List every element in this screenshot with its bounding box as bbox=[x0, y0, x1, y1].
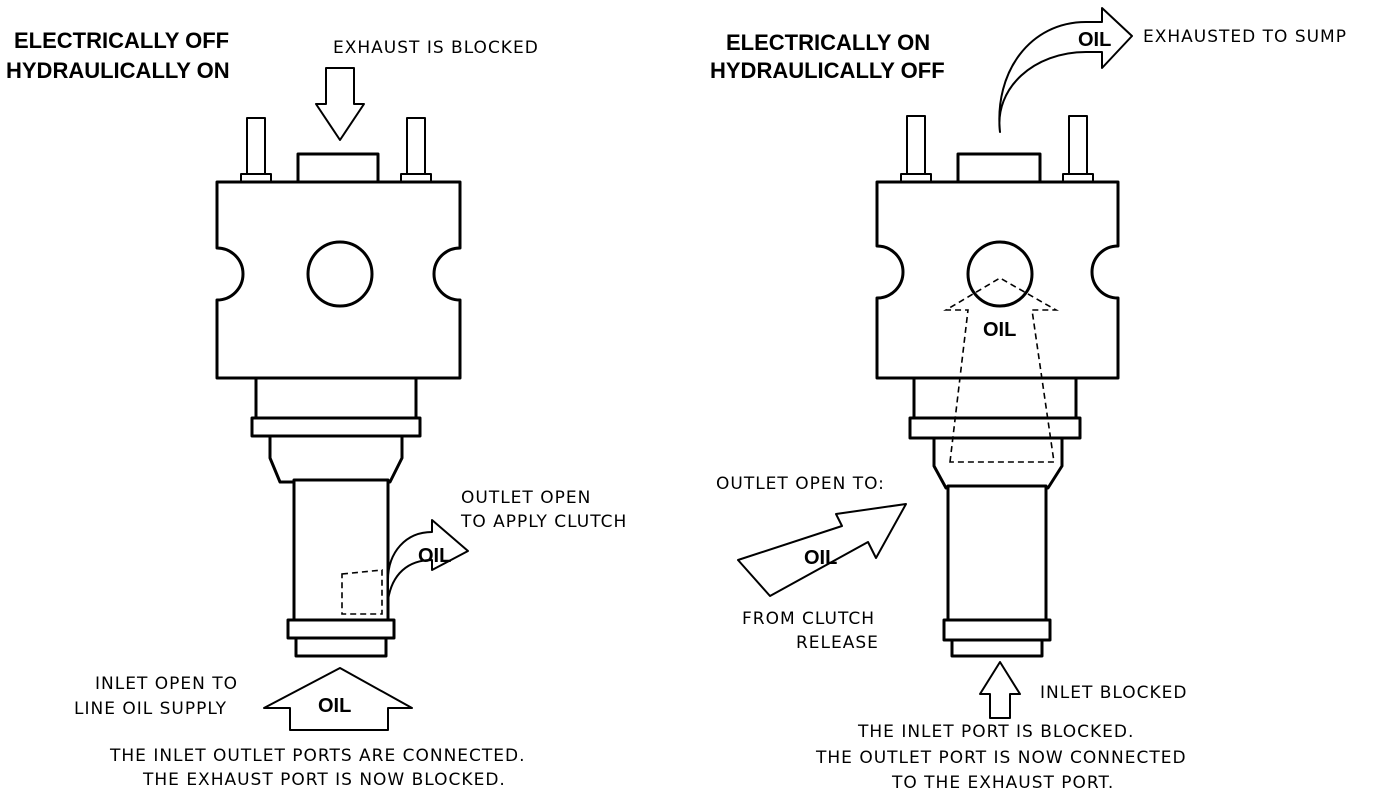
right-inner-oil: OIL bbox=[983, 319, 1016, 341]
right-body-circle bbox=[966, 240, 1034, 308]
left-upper-ring bbox=[250, 416, 422, 438]
left-bottom-port bbox=[294, 636, 388, 658]
left-terminal-post-1 bbox=[246, 117, 266, 179]
right-solenoid: ELECTRICALLY ON HYDRAULICALLY OFF OIL EX… bbox=[710, 7, 1347, 793]
left-inlet-arrow bbox=[263, 667, 413, 731]
left-solenoid: ELECTRICALLY OFF HYDRAULICALLY ON EXHAUS… bbox=[6, 28, 627, 790]
right-lower-housing bbox=[912, 376, 1078, 420]
right-taper bbox=[932, 436, 1064, 490]
left-exhaust-arrow bbox=[315, 67, 365, 141]
right-terminal-post-2 bbox=[1068, 115, 1088, 179]
left-terminal-post-2 bbox=[406, 117, 426, 179]
left-exhaust-label: EXHAUST IS BLOCKED bbox=[333, 38, 539, 58]
left-exhaust-cap bbox=[296, 152, 380, 186]
right-internal-flow-arrow bbox=[943, 277, 1060, 463]
right-terminal-post-1 bbox=[906, 115, 926, 179]
right-upper-ring bbox=[908, 416, 1082, 440]
left-inlet-oil: OIL bbox=[318, 695, 351, 717]
right-outlet-arrow bbox=[737, 503, 907, 597]
left-lower-ring bbox=[286, 618, 396, 640]
right-title-line1: ELECTRICALLY ON bbox=[726, 30, 930, 55]
right-outlet-oil: OIL bbox=[804, 547, 837, 569]
left-outlet-arrow bbox=[387, 519, 469, 601]
right-note-line3: TO THE EXHAUST PORT. bbox=[891, 773, 1114, 793]
right-note-line1: THE INLET PORT IS BLOCKED. bbox=[857, 722, 1134, 742]
left-inlet-label-2: LINE OIL SUPPLY bbox=[74, 699, 227, 719]
left-note-line1: THE INLET OUTLET PORTS ARE CONNECTED. bbox=[109, 746, 526, 766]
right-from-label-2: RELEASE bbox=[796, 633, 879, 653]
right-outlet-label: OUTLET OPEN TO: bbox=[716, 474, 885, 494]
left-internal-passage bbox=[341, 569, 383, 615]
right-tube bbox=[946, 484, 1048, 624]
left-inlet-label-1: INLET OPEN TO bbox=[95, 674, 238, 694]
right-exhaust-cap bbox=[956, 152, 1042, 186]
left-outlet-oil: OIL bbox=[418, 545, 451, 567]
right-exhaust-arrow bbox=[998, 7, 1133, 133]
left-tube bbox=[292, 478, 390, 624]
left-body-circle bbox=[306, 240, 374, 308]
right-inlet-label: INLET BLOCKED bbox=[1040, 683, 1188, 703]
left-lower-housing bbox=[254, 376, 418, 420]
right-exhaust-oil: OIL bbox=[1078, 29, 1111, 51]
right-bottom-port bbox=[950, 638, 1044, 658]
left-note-line2: THE EXHAUST PORT IS NOW BLOCKED. bbox=[142, 770, 506, 790]
left-outlet-label-2: TO APPLY CLUTCH bbox=[460, 512, 627, 532]
left-taper bbox=[268, 434, 404, 484]
right-exhaust-label: EXHAUSTED TO SUMP bbox=[1143, 27, 1347, 47]
right-lower-ring bbox=[942, 618, 1052, 642]
right-from-label-1: FROM CLUTCH bbox=[742, 609, 875, 629]
right-title-line2: HYDRAULICALLY OFF bbox=[710, 58, 945, 83]
right-inlet-arrow bbox=[979, 661, 1021, 719]
left-title-line1: ELECTRICALLY OFF bbox=[14, 28, 229, 53]
left-outlet-label-1: OUTLET OPEN bbox=[461, 488, 591, 508]
right-note-line2: THE OUTLET PORT IS NOW CONNECTED bbox=[815, 748, 1187, 768]
left-title-line2: HYDRAULICALLY ON bbox=[6, 58, 230, 83]
